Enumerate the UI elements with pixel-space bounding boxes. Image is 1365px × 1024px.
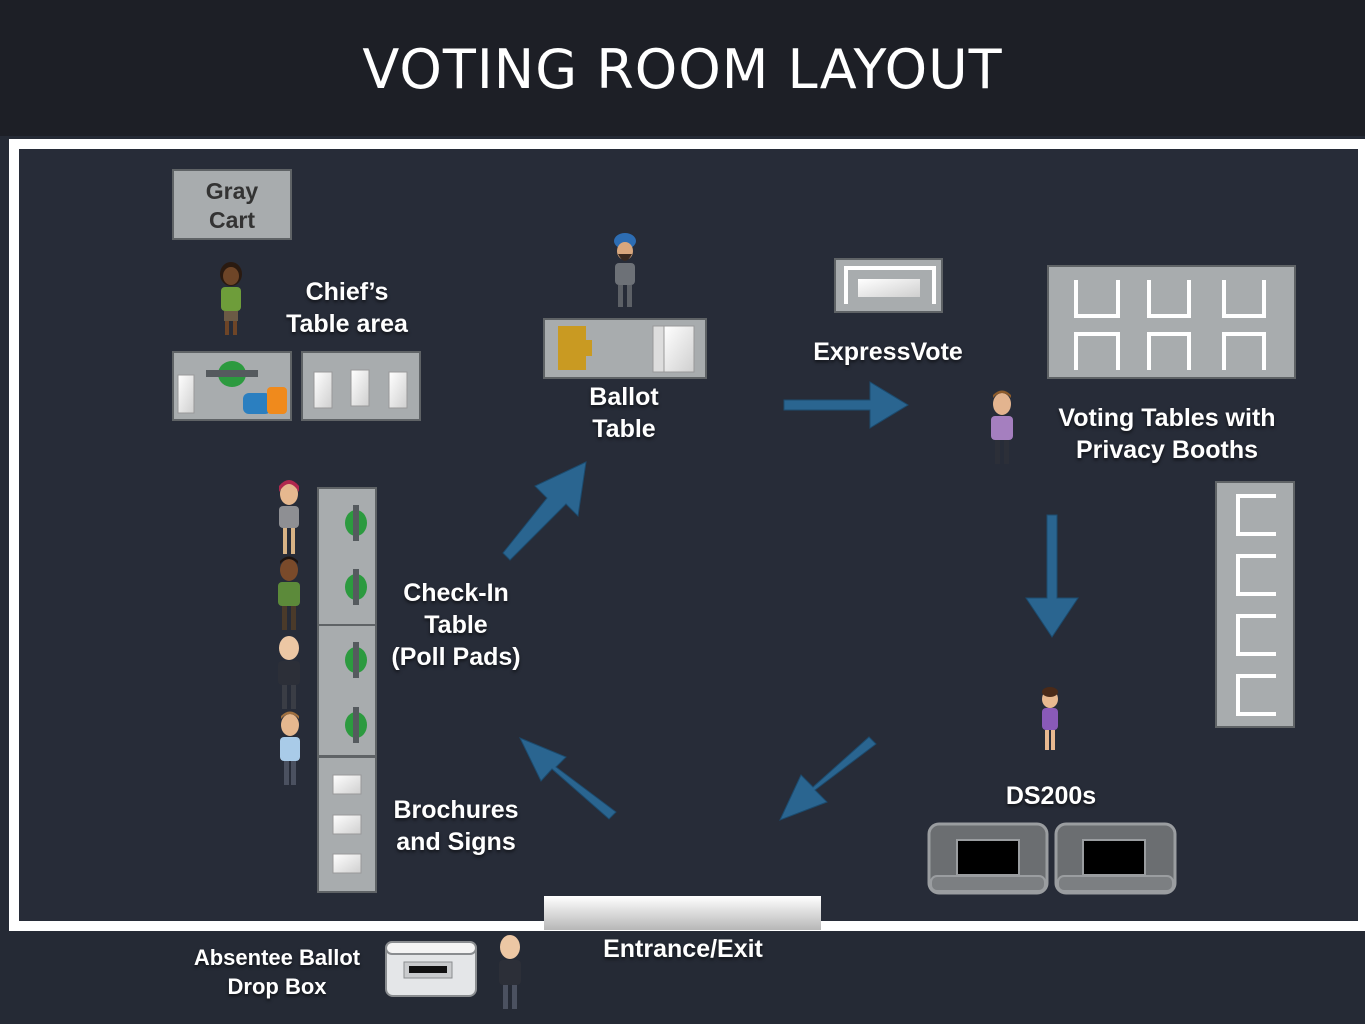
label-line: Table area	[286, 310, 408, 338]
page-title: VOTING ROOM LAYOUT	[362, 38, 1003, 101]
label-line: Table	[424, 611, 488, 639]
label-line: Gray	[205, 178, 259, 204]
poll-worker-ballot	[614, 233, 636, 307]
label-line: and Signs	[396, 828, 516, 856]
label-line: Voting Tables with	[1058, 404, 1276, 432]
brochures-table	[317, 756, 377, 893]
voting-tables-horizontal	[1047, 265, 1296, 379]
label-line: Drop Box	[227, 974, 327, 999]
poll-pad-icon	[345, 642, 367, 678]
flow-arrow	[779, 736, 877, 821]
poll-worker-expressvote	[991, 390, 1013, 464]
expressvote-machine	[834, 258, 943, 313]
poll-worker-ds200	[1042, 687, 1058, 750]
voting-tables-vertical	[1215, 481, 1295, 728]
label-line: Cart	[208, 207, 255, 233]
poll-pad-icon	[345, 569, 367, 605]
label-line: Chief’s	[305, 278, 389, 306]
label-voting-tables: Voting Tables with Privacy Booths	[1032, 402, 1302, 466]
flow-arrow	[518, 737, 617, 820]
label-absentee: Absentee Ballot Drop Box	[172, 943, 382, 1001]
ballot-table	[543, 318, 707, 379]
label-brochures: Brochures and Signs	[376, 794, 536, 858]
poll-pad-icon	[345, 707, 367, 743]
phone-icon	[243, 393, 271, 414]
label-checkin-table: Check-In Table (Poll Pads)	[376, 577, 536, 673]
label-line: Absentee Ballot	[193, 945, 361, 970]
label-gray-cart: Gray Cart	[173, 177, 291, 235]
flow-arrow	[1025, 514, 1079, 638]
ds200-machine	[1054, 822, 1177, 895]
poll-worker-checkin	[278, 636, 300, 709]
chiefs-table	[172, 351, 421, 421]
label-line: Privacy Booths	[1075, 436, 1258, 464]
header-bar: VOTING ROOM LAYOUT	[0, 0, 1365, 136]
bag-icon	[267, 387, 287, 414]
absentee-drop-box	[385, 941, 477, 997]
poll-worker-checkin	[279, 480, 299, 554]
label-line: Ballot	[589, 383, 659, 411]
poll-worker-absentee	[499, 935, 521, 1009]
label-line: Brochures	[393, 796, 519, 824]
checkin-table	[317, 487, 377, 757]
label-entrance: Entrance/Exit	[573, 933, 793, 965]
label-line: Check-In	[403, 579, 509, 607]
label-line: ExpressVote	[813, 338, 963, 366]
ds200-machine	[927, 822, 1049, 895]
label-ballot-table: Ballot Table	[554, 381, 694, 445]
poll-worker-chief	[220, 262, 242, 335]
label-line: DS200s	[1005, 782, 1097, 810]
ballot-stack-icon	[558, 326, 592, 370]
flow-arrow	[502, 461, 587, 561]
flow-arrow	[783, 381, 909, 429]
label-line: Entrance/Exit	[603, 935, 763, 963]
label-chiefs-table: Chief’s Table area	[262, 276, 432, 340]
entrance-door	[544, 896, 821, 930]
poll-pad-icon	[345, 505, 367, 541]
poll-worker-checkin	[280, 711, 300, 785]
poll-worker-checkin	[278, 556, 300, 630]
label-ds200s: DS200s	[981, 780, 1121, 812]
label-line: (Poll Pads)	[391, 643, 521, 671]
label-line: Table	[592, 415, 656, 443]
label-expressvote: ExpressVote	[793, 336, 983, 368]
gray-cart	[172, 169, 292, 240]
